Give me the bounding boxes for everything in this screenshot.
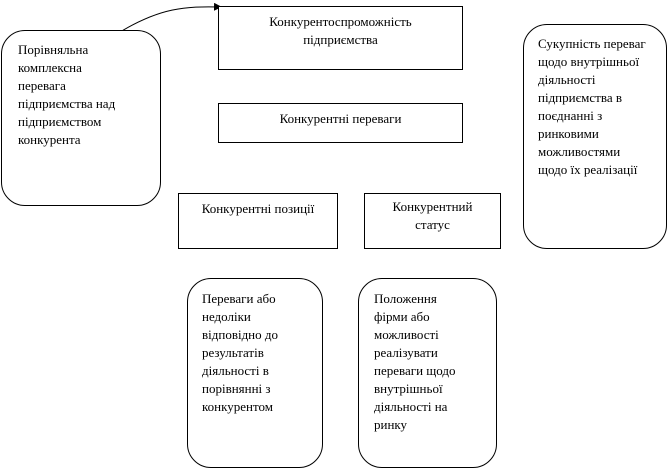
connector-arrow <box>119 2 222 33</box>
comparative-note-text: Порівняльна комплексна перевага підприєм… <box>18 42 116 147</box>
market-note: Положення фірми або можливості реалізува… <box>358 278 497 468</box>
positions-box: Конкурентні позиції <box>178 193 338 249</box>
results-note-text: Переваги або недоліки відповідно до резу… <box>202 291 279 414</box>
aggregate-note-text: Сукупність переваг щодо внутрішньої діял… <box>538 36 646 177</box>
advantages-label: Конкурентні переваги <box>279 111 402 126</box>
advantages-box: Конкурентні переваги <box>218 103 463 143</box>
competitiveness-box: Конкурентоспроможність підприємства <box>218 6 463 70</box>
market-note-text: Положення фірми або можливості реалізува… <box>374 291 456 432</box>
aggregate-note: Сукупність переваг щодо внутрішньої діял… <box>523 24 667 249</box>
status-label: Конкурентний статус <box>392 199 473 232</box>
results-note: Переваги або недоліки відповідно до резу… <box>187 278 323 468</box>
positions-label: Конкурентні позиції <box>201 201 315 216</box>
comparative-note: Порівняльна комплексна перевага підприєм… <box>1 30 161 206</box>
competitiveness-label: Конкурентоспроможність підприємства <box>269 14 412 47</box>
status-box: Конкурентний статус <box>364 193 501 249</box>
